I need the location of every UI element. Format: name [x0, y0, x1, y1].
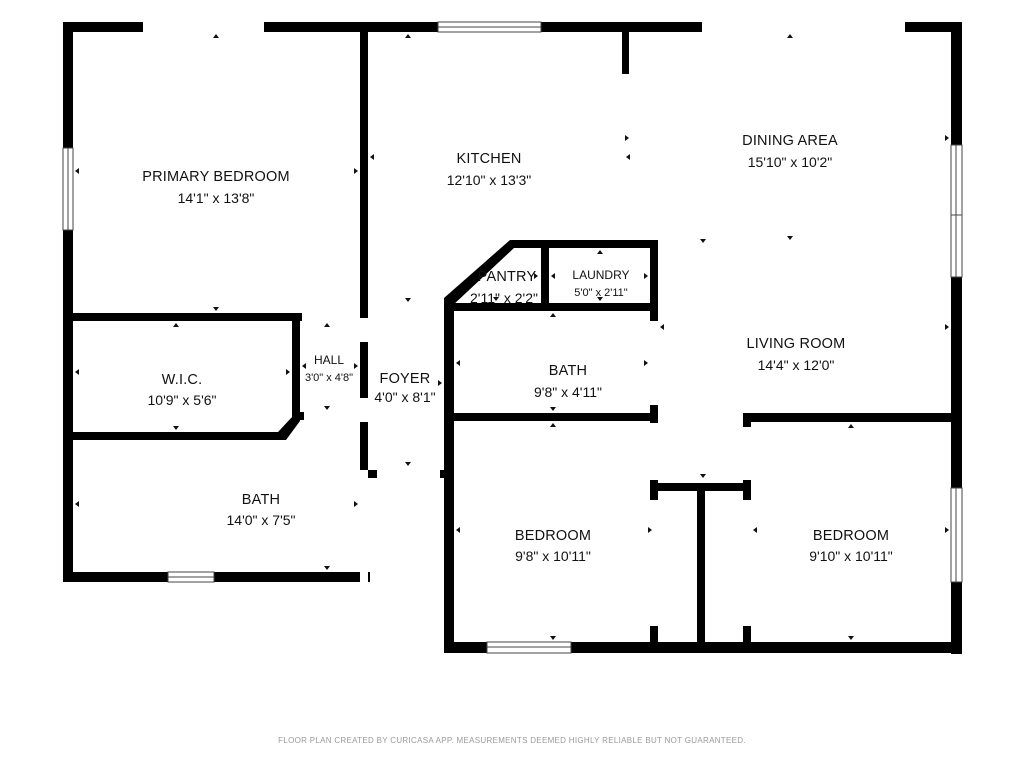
- room-bedroom-left: BEDROOM 9'8" x 10'11": [515, 528, 591, 564]
- dimension-markers: [75, 34, 949, 640]
- room-dims: 14'1" x 13'8": [178, 190, 255, 206]
- windows: [62, 21, 963, 654]
- room-dims: 15'10" x 10'2": [748, 154, 833, 170]
- room-name: LIVING ROOM: [747, 336, 846, 352]
- room-name: KITCHEN: [456, 151, 521, 167]
- room-name: HALL: [314, 353, 344, 367]
- room-name: BEDROOM: [813, 528, 889, 544]
- room-dims: 9'10" x 10'11": [809, 548, 893, 564]
- room-wic: W.I.C. 10'9" x 5'6": [148, 372, 217, 408]
- room-name: W.I.C.: [162, 372, 203, 388]
- room-foyer: FOYER 4'0" x 8'1": [374, 371, 435, 405]
- room-name: LAUNDRY: [572, 268, 629, 282]
- room-bedroom-right: BEDROOM 9'10" x 10'11": [809, 528, 893, 564]
- room-primary-bedroom: PRIMARY BEDROOM 14'1" x 13'8": [142, 169, 290, 206]
- room-name: BATH: [549, 363, 587, 379]
- room-laundry: LAUNDRY 5'0" x 2'11": [572, 268, 629, 299]
- room-bath-primary: BATH 14'0" x 7'5": [227, 492, 296, 528]
- room-kitchen: KITCHEN 12'10" x 13'3": [447, 151, 532, 188]
- interior-walls: [63, 32, 962, 653]
- room-name: PANTRY: [478, 269, 537, 285]
- footer-disclaimer: FLOOR PLAN CREATED BY CURICASA APP. MEAS…: [278, 736, 746, 745]
- room-name: BATH: [242, 492, 280, 508]
- room-dims: 2'11" x 2'2": [470, 290, 538, 306]
- room-dining-area: DINING AREA 15'10" x 10'2": [742, 133, 838, 170]
- room-bath-center: BATH 9'8" x 4'11": [534, 363, 602, 400]
- room-name: DINING AREA: [742, 133, 838, 149]
- room-dims: 4'0" x 8'1": [374, 389, 435, 405]
- room-dims: 9'8" x 4'11": [534, 384, 602, 400]
- room-dims: 5'0" x 2'11": [574, 287, 627, 299]
- room-pantry: PANTRY 2'11" x 2'2": [470, 269, 538, 306]
- room-name: BEDROOM: [515, 528, 591, 544]
- room-name: FOYER: [380, 371, 431, 387]
- room-hall: HALL 3'0" x 4'8": [305, 353, 353, 384]
- room-dims: 14'0" x 7'5": [227, 512, 296, 528]
- room-dims: 12'10" x 13'3": [447, 172, 532, 188]
- room-dims: 14'4" x 12'0": [758, 357, 835, 373]
- room-dims: 9'8" x 10'11": [515, 548, 591, 564]
- room-dims: 10'9" x 5'6": [148, 392, 217, 408]
- room-dims: 3'0" x 4'8": [305, 372, 353, 384]
- room-living-room: LIVING ROOM 14'4" x 12'0": [747, 336, 846, 373]
- room-name: PRIMARY BEDROOM: [142, 169, 290, 185]
